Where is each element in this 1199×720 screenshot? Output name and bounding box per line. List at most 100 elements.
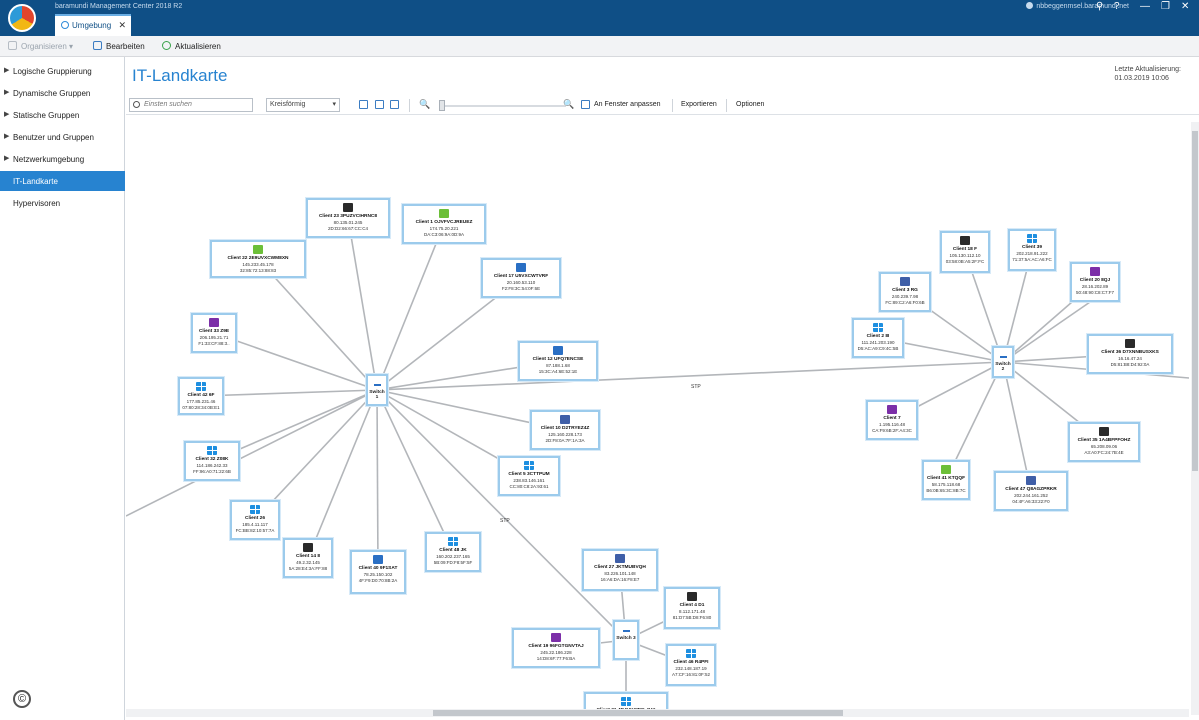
minimize-button[interactable]: — (1140, 1, 1150, 12)
horizontal-scrollbar-thumb[interactable] (433, 710, 843, 716)
app-logo-icon[interactable] (8, 4, 36, 32)
client-ip: 80.135.01.245 (333, 220, 363, 225)
network-link (347, 217, 378, 391)
network-link (1002, 361, 1032, 492)
client-node[interactable]: Client 31 4RJUKCTSLJUX124.186.160.22574:… (584, 692, 668, 709)
client-mac: 32:85:72:13:88:83 (239, 268, 277, 273)
win10-os-icon (209, 318, 219, 327)
close-button[interactable]: ✕ (1181, 1, 1190, 12)
sidebar-item[interactable]: ▶Logische Gruppierung (0, 61, 125, 81)
refresh-button[interactable]: Aktualisieren (162, 41, 221, 51)
layout-select[interactable]: Kreisförmig▾ (266, 98, 340, 112)
user-icon (1026, 2, 1034, 9)
sidebar-item[interactable]: Hypervisoren (0, 193, 125, 213)
server-os-icon (373, 555, 383, 564)
client-ip: 177.85.231.46 (186, 399, 216, 404)
fit-window-button[interactable]: An Fenster anpassen (594, 101, 661, 108)
client-mac: 71:37:5A:AC:A6:FC (1012, 257, 1052, 262)
sidebar-item[interactable]: ▶Netzwerkumgebung (0, 149, 125, 169)
options-button[interactable]: Optionen (736, 101, 765, 108)
zoom-out-icon[interactable]: 🔍 (419, 99, 431, 109)
chevron-right-icon[interactable]: ▶ (4, 133, 10, 140)
client-ip: 174.75.20.221 (429, 226, 459, 231)
client-name: Client 42 6F (187, 393, 215, 398)
tree-layout-icon[interactable] (375, 100, 384, 109)
help-icon[interactable]: ? (1114, 1, 1120, 12)
sidebar-item[interactable]: ▶Statische Gruppen (0, 105, 125, 125)
maximize-button[interactable]: ❐ (1161, 1, 1170, 12)
network-link (376, 389, 627, 641)
map-toolbar: Einsten suchen Kreisförmig▾ 🔍 🔍 An Fenst… (126, 96, 1199, 115)
android-os-icon (941, 465, 951, 474)
switch-node[interactable]: Switch 2 (992, 346, 1014, 378)
tab-close-icon[interactable]: ✕ (118, 20, 126, 30)
network-link (126, 389, 378, 517)
switch-node[interactable]: Switch 1 (366, 374, 388, 406)
chevron-right-icon[interactable]: ▶ (4, 67, 10, 74)
switch-label: Switch 1 (369, 390, 385, 400)
sidebar-item[interactable]: ▶Benutzer und Gruppen (0, 127, 125, 147)
sidebar-item[interactable]: IT-Landkarte (0, 171, 125, 191)
edit-button[interactable]: Bearbeiten (93, 41, 145, 51)
chevron-right-icon[interactable]: ▶ (4, 155, 10, 162)
vertical-scrollbar-thumb[interactable] (1192, 131, 1198, 471)
hierarchy-layout-icon[interactable] (359, 100, 368, 109)
group-layout-icon[interactable] (390, 100, 399, 109)
zoom-slider-handle[interactable] (439, 100, 445, 111)
export-button[interactable]: Exportieren (681, 101, 717, 108)
fit-window-icon[interactable] (581, 100, 590, 109)
client-ip: 78.25.150.102 (363, 572, 393, 577)
zoom-slider[interactable] (442, 105, 566, 107)
copyright-icon: © (13, 690, 31, 708)
global-search-icon[interactable]: ⚲ (1096, 1, 1104, 12)
switch-node[interactable]: Switch 3 (613, 620, 639, 660)
client-name: Client 31 4RJUKCTSLJUX (586, 708, 666, 709)
client-ip: 1.195.116.48 (879, 422, 905, 427)
chevron-right-icon[interactable]: ▶ (4, 111, 10, 118)
client-mac: 03:58:0B:A5:2F:FC (945, 259, 985, 264)
sidebar-item[interactable]: ▶Dynamische Gruppen (0, 83, 125, 103)
app-title: baramundi Management Center 2018 R2 (55, 3, 183, 10)
chevron-right-icon[interactable]: ▶ (4, 89, 10, 96)
zoom-in-icon[interactable]: 🔍 (563, 99, 575, 109)
search-input[interactable]: Einsten suchen (129, 98, 253, 112)
network-link (200, 389, 378, 397)
win-os-icon (448, 537, 458, 546)
client-ip: 238.83.146.161 (513, 478, 545, 483)
user-label: nbbeggenmsel.baramundi.net (1036, 3, 1129, 10)
client-ip: 111.241.203.190 (861, 340, 895, 345)
win-os-icon (524, 461, 534, 470)
tab-umgebung[interactable]: Umgebung✕ (55, 14, 131, 36)
user-name[interactable]: nbbeggenmsel.baramundi.net (1026, 2, 1129, 10)
organize-button[interactable]: Organisieren ▾ (8, 41, 73, 51)
